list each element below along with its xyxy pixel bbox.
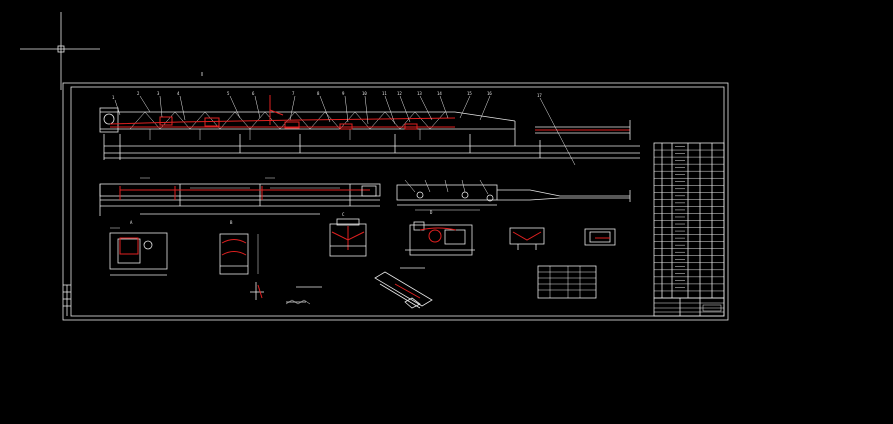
svg-text:B: B [230,220,233,225]
svg-text:6: 6 [252,91,255,96]
title-block[interactable] [653,297,725,317]
svg-text:1: 1 [112,95,115,100]
section-view-c[interactable]: C [329,212,367,257]
svg-text:D: D [430,210,433,215]
svg-text:7: 7 [292,91,295,96]
parts-list-rows [654,146,724,292]
svg-text:14: 14 [437,91,442,96]
svg-text:2: 2 [137,91,140,96]
balloon-labels: 1 2 3 4 5 6 7 8 9 10 11 12 13 14 15 16 1… [112,91,542,100]
section-view-f[interactable] [584,228,616,246]
specifications-table[interactable] [537,265,597,299]
svg-text:3: 3 [157,91,160,96]
svg-text:15: 15 [467,91,472,96]
svg-text:11: 11 [382,91,387,96]
conveyor-plan-view[interactable] [99,177,631,216]
svg-text:C: C [342,212,345,217]
detail-inclined-chute[interactable] [374,267,433,309]
svg-text:17: 17 [537,93,542,98]
svg-text:9: 9 [342,91,345,96]
svg-text:A: A [130,220,133,225]
conveyor-elevation-view[interactable]: 1 2 3 4 5 6 7 8 9 10 11 12 13 14 15 16 1… [99,91,640,166]
section-view-e[interactable] [509,227,545,250]
svg-text:5: 5 [227,91,230,96]
svg-text:8: 8 [317,91,320,96]
svg-text:12: 12 [397,91,402,96]
section-view-d[interactable]: D [405,210,475,256]
svg-text:10: 10 [362,91,367,96]
section-view-a[interactable]: A [109,220,168,276]
parts-list-table[interactable] [653,142,725,299]
crosshair-cursor-icon [20,12,100,90]
detail-small-parts[interactable] [250,282,322,305]
svg-text:13: 13 [417,91,422,96]
svg-text:16: 16 [487,91,492,96]
svg-text:4: 4 [177,91,180,96]
balloon-leaders [114,95,576,166]
section-view-b[interactable]: B [219,220,259,275]
